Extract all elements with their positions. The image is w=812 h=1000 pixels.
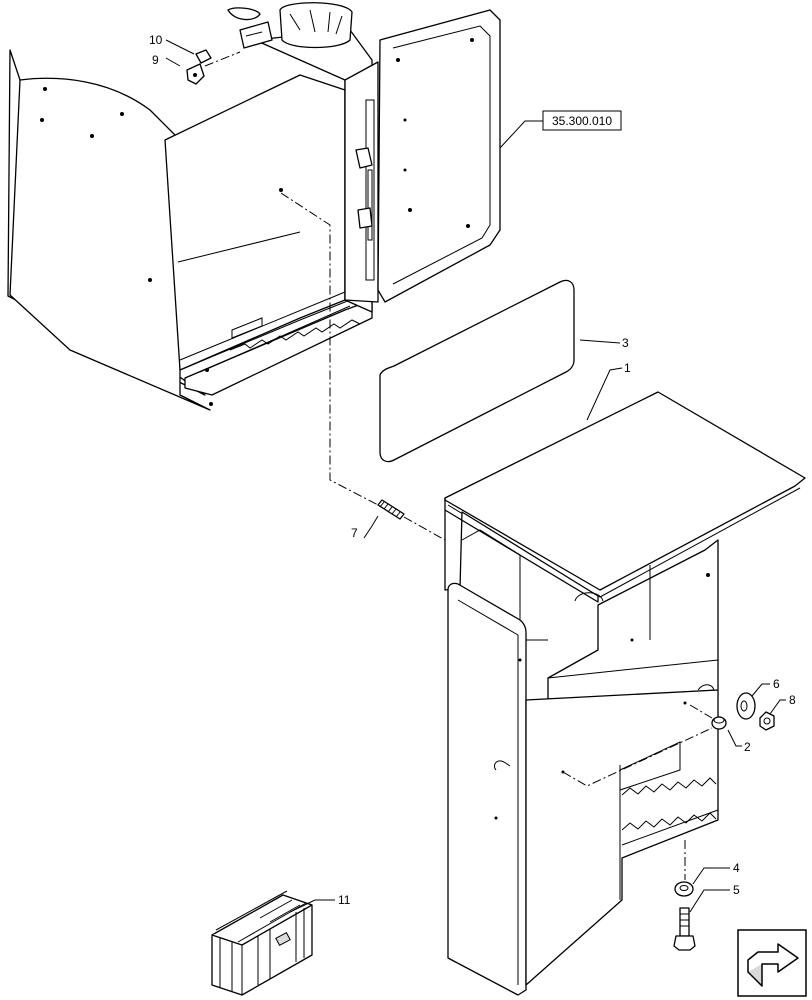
callout-9: 9 [152, 53, 159, 67]
callout-3: 3 [622, 336, 629, 350]
callout-5: 5 [733, 883, 740, 897]
callout-labels: 1 2 3 4 5 6 7 8 9 10 11 [149, 33, 796, 907]
alignment-lines [280, 192, 713, 880]
next-page-arrow-icon[interactable] [737, 929, 807, 997]
part-5-bolt [673, 907, 696, 951]
callout-2: 2 [744, 740, 751, 754]
part-2-plug [711, 716, 727, 730]
part-3-gasket [379, 279, 575, 463]
callout-7: 7 [351, 526, 358, 540]
machine-frame [7, 2, 501, 411]
callout-8: 8 [789, 693, 796, 707]
callout-4: 4 [733, 861, 740, 875]
reference-label: 35.300.010 [552, 114, 612, 128]
part-1-storage-box [444, 391, 806, 996]
part-4-washer [674, 881, 694, 897]
part-6-washer [736, 692, 756, 720]
reference-tag: 35.300.010 [499, 110, 622, 149]
part-10-cap [195, 49, 212, 64]
part-11-crate [211, 890, 313, 996]
part-9-clip [186, 51, 241, 85]
callout-11: 11 [338, 893, 351, 907]
leader-lines [165, 39, 786, 913]
part-7-stud [377, 499, 405, 520]
part-8-nut [759, 711, 775, 731]
callout-6: 6 [773, 677, 780, 691]
callout-10: 10 [149, 33, 163, 47]
callout-1: 1 [624, 361, 631, 375]
